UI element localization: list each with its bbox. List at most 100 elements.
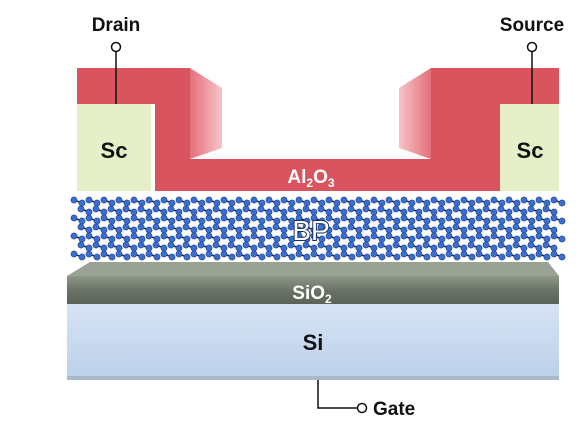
bp-atom <box>550 250 558 258</box>
bp-atom <box>168 235 176 243</box>
bp-atom <box>400 244 408 252</box>
bp-atom <box>430 232 438 240</box>
bp-atom <box>258 199 266 207</box>
bp-atom <box>452 205 460 213</box>
bp-atom <box>77 223 85 231</box>
bp-atom <box>467 241 475 249</box>
bp-atom <box>302 223 310 231</box>
bp-atom <box>115 196 123 204</box>
bp-atom <box>482 223 490 231</box>
bp-atom <box>392 205 400 213</box>
bp-atom <box>385 196 393 204</box>
bp-atom <box>423 199 431 207</box>
bp-atom <box>340 208 348 216</box>
bp-atom <box>273 235 281 243</box>
bp-atom <box>528 253 536 261</box>
bp-atom <box>273 217 281 225</box>
bp-atom <box>385 214 393 222</box>
bp-atom <box>235 250 243 258</box>
bp-atom <box>490 214 498 222</box>
bp-atom <box>317 205 325 213</box>
bp-atom <box>423 235 431 243</box>
bp-atom <box>235 244 243 252</box>
bp-atom <box>362 241 370 249</box>
bp-atom <box>258 217 266 225</box>
bp-atom <box>250 250 258 258</box>
bp-atom <box>512 223 520 231</box>
bp-atom <box>333 253 341 261</box>
bp-atom <box>228 253 236 261</box>
bp-atom <box>258 235 266 243</box>
bp-atom <box>167 205 175 213</box>
bp-atom <box>348 217 356 225</box>
bp-atom <box>85 244 93 252</box>
bp-atom <box>92 205 100 213</box>
bp-atom <box>138 253 146 261</box>
bp-atom <box>483 253 491 261</box>
bp-atom <box>152 241 160 249</box>
bp-atom <box>355 208 363 216</box>
bp-atom <box>137 241 145 249</box>
bp-atom <box>468 199 476 207</box>
bp-atom <box>85 208 93 216</box>
bp-atom <box>377 223 385 231</box>
bp-atom <box>437 205 445 213</box>
bp-atom <box>108 199 116 207</box>
bp-atom <box>303 253 311 261</box>
si-substrate-shadow <box>67 376 559 380</box>
bp-atom <box>460 226 468 234</box>
bp-atom <box>535 214 543 222</box>
bp-atom <box>130 208 138 216</box>
bp-atom <box>550 196 558 204</box>
bp-atom <box>475 250 483 258</box>
bp-atom <box>190 196 198 204</box>
bp-atom <box>370 214 378 222</box>
bp-atom <box>108 253 116 261</box>
bp-atom <box>198 217 206 225</box>
bp-atom <box>318 199 326 207</box>
bp-atom <box>520 244 528 252</box>
bp-atom <box>370 250 378 258</box>
bp-atom <box>482 241 490 249</box>
bp-atom <box>370 244 378 252</box>
bp-atom <box>197 205 205 213</box>
bp-atom <box>100 208 108 216</box>
bp-atom <box>235 214 243 222</box>
bp-atom <box>558 217 566 225</box>
bp-atom <box>347 241 355 249</box>
bp-atom <box>183 217 191 225</box>
bp-atom <box>355 226 363 234</box>
bp-atom <box>213 253 221 261</box>
bp-atom <box>422 241 430 249</box>
bp-atom <box>107 205 115 213</box>
bp-atom <box>137 205 145 213</box>
bp-atom <box>490 196 498 204</box>
bp-atom <box>153 253 161 261</box>
bp-atom <box>190 250 198 258</box>
bp-atom <box>212 205 220 213</box>
sc-contact-right <box>500 104 559 191</box>
bp-atom <box>115 250 123 258</box>
bp-atom <box>362 205 370 213</box>
bp-atom <box>378 199 386 207</box>
bp-atom <box>243 217 251 225</box>
bp-atom <box>153 217 161 225</box>
bp-atom <box>272 223 280 231</box>
bp-atom <box>123 217 131 225</box>
bp-atom <box>453 253 461 261</box>
bp-atom <box>160 244 168 252</box>
bp-atom <box>542 223 550 231</box>
bp-atom <box>122 223 130 231</box>
bp-atom <box>407 205 415 213</box>
bp-atom <box>205 250 213 258</box>
bp-atom <box>498 253 506 261</box>
bp-atom <box>115 226 123 234</box>
bp-atom <box>228 235 236 243</box>
bp-atom <box>355 196 363 204</box>
sio2-top-face <box>67 262 559 276</box>
bp-atom <box>287 241 295 249</box>
bp-atom <box>85 226 93 234</box>
bp-atom <box>168 253 176 261</box>
bp-atom <box>460 208 468 216</box>
gate-label: Gate <box>373 399 415 420</box>
